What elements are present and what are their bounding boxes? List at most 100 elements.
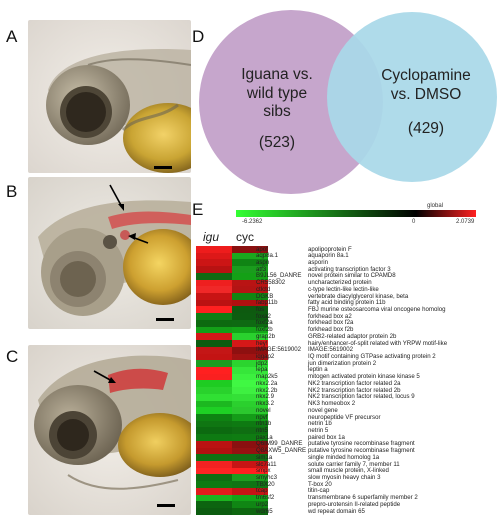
heatmap-cell-igu: [196, 434, 232, 442]
heatmap-row: [196, 474, 268, 482]
heatmap-cell-cyc: [232, 340, 268, 348]
heatmap-row: [196, 246, 268, 254]
gene-description: apolipoprotein F: [308, 245, 352, 253]
heatmap-cell-igu: [196, 501, 232, 509]
heatmap-cell-cyc: [232, 373, 268, 381]
heatmap-row: [196, 259, 268, 267]
gene-symbol: Q8AXW5_DANRE: [256, 447, 307, 455]
heatmap-cell-igu: [196, 427, 232, 435]
venn-left-line-3: sibs: [263, 103, 291, 121]
heatmap-cell-igu: [196, 474, 232, 482]
gene-symbol: DGKB: [256, 292, 274, 300]
heatmap-cell-cyc: [232, 400, 268, 408]
colorbar-mid-label: 0: [412, 219, 416, 225]
venn-left-line-2: wild type: [246, 84, 308, 102]
embryo-photo-c: [28, 345, 191, 515]
gene-symbol: foxf2a: [256, 319, 273, 327]
heatmap-row: [196, 427, 268, 435]
heatmap-row: [196, 299, 268, 307]
heatmap-cell-igu: [196, 440, 232, 448]
gene-description: transmembrane 6 superfamily member 2: [308, 494, 418, 502]
heatmap-cell-cyc: [232, 467, 268, 475]
gene-symbol: lepa: [256, 366, 268, 374]
gene-symbol: B9JL56_DANRE: [256, 272, 302, 280]
venn-diagram: Iguana vs. wild type sibs (523) Cyclopam…: [195, 8, 500, 198]
gene-symbol: apof: [256, 245, 268, 253]
heatmap-cell-igu: [196, 467, 232, 475]
embryo-photo-a: [28, 20, 191, 173]
heatmap-row: [196, 346, 268, 354]
heatmap-cell-igu: [196, 373, 232, 381]
gene-description: FBJ murine osteosarcoma viral oncogene h…: [308, 305, 446, 313]
heatmap-cell-cyc: [232, 447, 268, 455]
heatmap-cell-cyc: [232, 333, 268, 341]
heatmap-cell-cyc: [232, 346, 268, 354]
heatmap-cell-cyc: [232, 387, 268, 395]
colorbar-max-label: 2.0739: [456, 219, 475, 225]
heatmap-cell-cyc: [232, 427, 268, 435]
heatmap-cell-cyc: [232, 420, 268, 428]
heatmap-row: [196, 286, 268, 294]
heatmap-row: [196, 467, 268, 475]
gene-description: forkhead box a2: [308, 312, 352, 320]
heatmap-cell-igu: [196, 508, 232, 515]
gene-description: aquaporin 8a.1: [308, 252, 349, 260]
heatmap-row: [196, 266, 268, 274]
venn-right-title: Cyclopamine vs. DMSO: [367, 67, 485, 104]
scale-bar-a: [154, 166, 172, 169]
heatmap-row: [196, 272, 268, 280]
heatmap-row: [196, 333, 268, 341]
heatmap-cell-cyc: [232, 487, 268, 496]
gene-symbol: iqgap2: [256, 353, 275, 361]
heatmap-row: [196, 326, 268, 334]
gene-symbol: aqp8a.1: [256, 252, 279, 260]
heatmap-cell-cyc: [232, 326, 268, 334]
heatmap-cell-igu: [196, 387, 232, 395]
venn-right-line-2: vs. DMSO: [390, 85, 462, 103]
heatmap-cell-cyc: [232, 474, 268, 482]
heatmap-cell-igu: [196, 494, 232, 502]
gene-description: forkhead box f2a: [308, 319, 354, 327]
gene-symbol: smyhc3: [256, 473, 277, 481]
gene-symbol: nkx2.2a: [256, 379, 278, 387]
heatmap-cell-cyc: [232, 306, 268, 314]
heatmap-cell-igu: [196, 259, 232, 267]
gene-symbol: TBX20: [256, 480, 275, 488]
heatmap-cell-cyc: [232, 299, 268, 307]
scale-bar-b: [156, 318, 174, 321]
panel-label-e: E: [192, 200, 204, 219]
heatmap-row: [196, 293, 268, 301]
heatmap-cell-igu: [196, 487, 232, 496]
heatmap-row: [196, 279, 268, 287]
gene-description: NK2 transcription factor related 2a: [308, 379, 401, 387]
heatmap-cell-cyc: [232, 407, 268, 415]
gene-description: slow myosin heavy chain 3: [308, 473, 381, 481]
heatmap-cell-igu: [196, 353, 232, 361]
heatmap-row: [196, 420, 268, 428]
heatmap-cell-igu: [196, 319, 232, 328]
gene-description: uncharacterized protein: [308, 279, 372, 287]
heatmap-cell-cyc: [232, 319, 268, 328]
gene-description: paired box 1a: [308, 433, 345, 441]
heatmap-cell-igu: [196, 380, 232, 388]
heatmap-cell-igu: [196, 346, 232, 354]
heatmap-row: [196, 440, 268, 448]
heatmap-cell-igu: [196, 420, 232, 428]
heatmap-cell-cyc: [232, 508, 268, 515]
heatmap-row: [196, 501, 268, 509]
heatmap-row: [196, 487, 268, 496]
panel-label-a: A: [6, 27, 18, 46]
gene-description: netrin 5: [308, 426, 329, 434]
gene-symbol: foxf2b: [256, 326, 273, 334]
gene-description: IMAGE:5619002: [308, 346, 354, 354]
gene-symbol: urp2: [256, 500, 269, 508]
gene-description: mitogen activated protein kinase kinase …: [308, 373, 420, 381]
gene-description: titin-cap: [308, 487, 330, 495]
gene-symbol: IMAGE:5619002: [256, 346, 302, 354]
gene-description: NK3 homeobox 2: [308, 400, 356, 408]
heatmap-row: [196, 414, 268, 422]
venn-right-line-1: Cyclopamine: [381, 67, 471, 84]
gene-symbol: tm6sf2: [256, 494, 275, 502]
venn-left-line-1: Iguana vs.: [241, 66, 313, 83]
heatmap-cell-igu: [196, 333, 232, 341]
